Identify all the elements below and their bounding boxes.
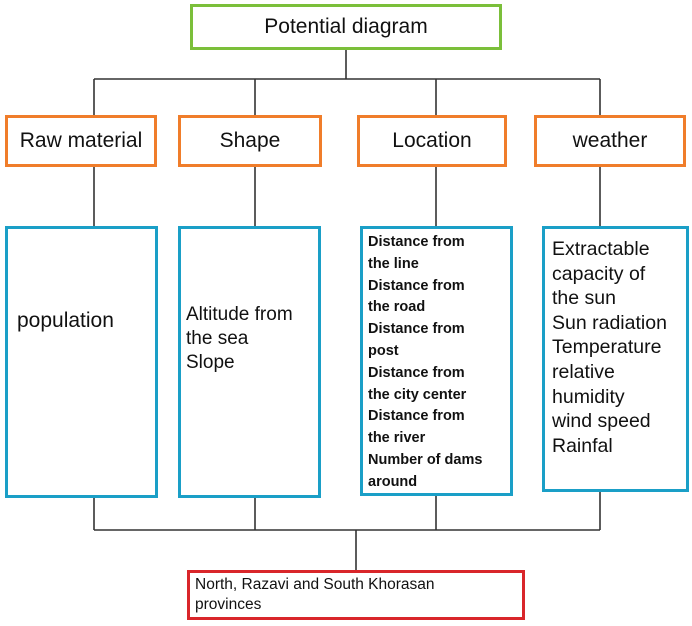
detail-line: post xyxy=(368,342,399,359)
detail-raw-material: population xyxy=(5,226,158,498)
detail-line: Number of dams xyxy=(368,451,483,468)
category-label: Raw material xyxy=(19,129,143,152)
detail-line: around xyxy=(368,473,418,490)
category-weather: weather xyxy=(534,115,686,167)
category-label: Location xyxy=(392,129,472,152)
detail-line: Distance from xyxy=(368,321,465,338)
detail-line: the sun xyxy=(552,287,616,310)
root-node-box: Potential diagram xyxy=(190,4,502,50)
detail-line: Slope xyxy=(186,352,235,373)
detail-line: wind speed xyxy=(552,410,651,433)
detail-line: the road xyxy=(368,299,426,316)
result-line: North, Razavi and South Khorasan xyxy=(195,576,435,593)
detail-line: the sea xyxy=(186,328,249,349)
detail-line: Distance from xyxy=(368,277,465,294)
category-shape: Shape xyxy=(178,115,322,167)
detail-line: Sun radiation xyxy=(552,311,667,334)
category-label: weather xyxy=(572,129,648,152)
result-region-box: North, Razavi and South Khorasan provinc… xyxy=(187,570,525,620)
category-label: Shape xyxy=(219,129,281,152)
result-line: provinces xyxy=(195,596,262,613)
detail-line: Temperature xyxy=(552,336,662,359)
detail-line: the city center xyxy=(368,386,467,403)
detail-shape: Altitude from the sea Slope xyxy=(178,226,321,498)
detail-line: Altitude from xyxy=(186,304,293,325)
detail-line: Distance from xyxy=(368,364,465,381)
root-node-label: Potential diagram xyxy=(264,15,428,38)
category-raw-material: Raw material xyxy=(5,115,157,167)
detail-line: the line xyxy=(368,255,419,272)
detail-line: humidity xyxy=(552,385,625,408)
detail-line: capacity of xyxy=(552,262,646,285)
detail-line: Distance from xyxy=(368,234,465,250)
detail-line: relative xyxy=(552,360,615,383)
detail-line: the river xyxy=(368,430,426,447)
detail-weather: Extractable capacity of the sun Sun radi… xyxy=(542,226,689,492)
category-location: Location xyxy=(357,115,507,167)
detail-line: Distance from xyxy=(368,408,465,425)
detail-line: population xyxy=(17,309,114,332)
detail-line: Rainfal xyxy=(552,434,613,457)
detail-location: Distance from the line Distance from the… xyxy=(360,226,513,496)
detail-line: Extractable xyxy=(552,238,650,260)
